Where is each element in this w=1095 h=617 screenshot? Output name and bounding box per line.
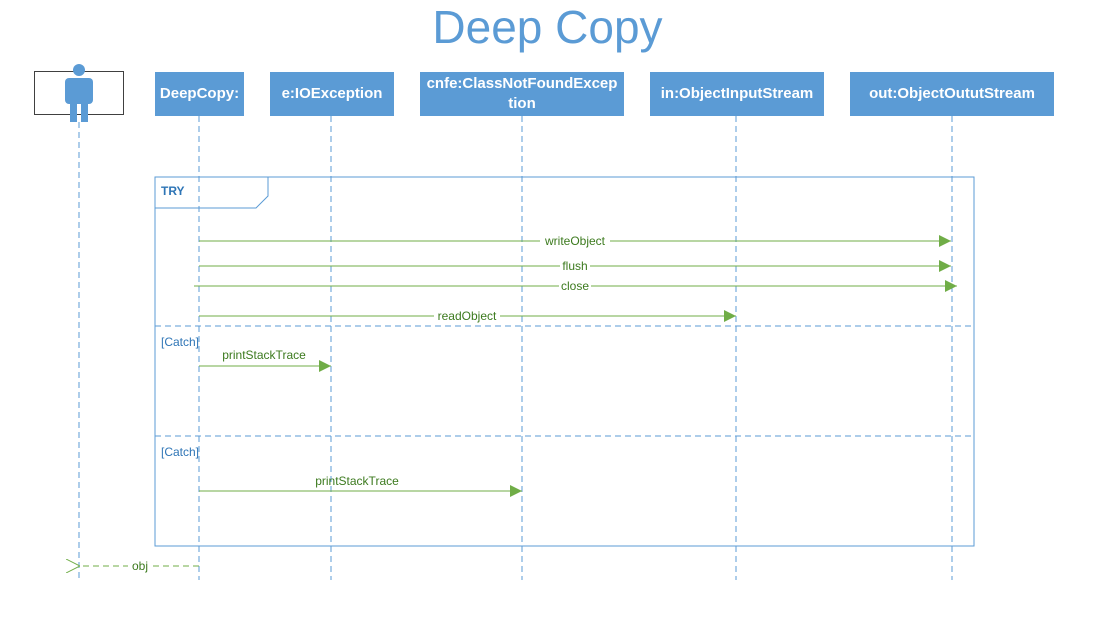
message-label: printStackTrace <box>315 474 399 488</box>
lifeline-head-deepcopy: DeepCopy: <box>155 72 244 116</box>
lifeline-head-ioexception: e:IOException <box>270 72 394 116</box>
catch-guard: [Catch] <box>161 335 199 349</box>
diagram-title: Deep Copy <box>432 1 663 53</box>
message-label: flush <box>562 259 587 273</box>
lifeline-head-output: out:ObjectOututStream <box>850 72 1054 116</box>
message-label: readObject <box>438 309 497 323</box>
fragment-operator-tab <box>155 177 269 209</box>
catch-guard: [Catch] <box>161 445 199 459</box>
person-icon <box>65 64 93 122</box>
message-label: printStackTrace <box>222 348 306 362</box>
message-label: close <box>561 279 589 293</box>
lifeline-head-cnfe: cnfe:ClassNotFoundException <box>420 72 624 116</box>
lifeline-head-input: in:ObjectInputStream <box>650 72 824 116</box>
fragment-operator: TRY <box>161 184 185 198</box>
return-label: obj <box>132 559 148 573</box>
try-fragment <box>154 176 975 547</box>
message-label: writeObject <box>544 234 606 248</box>
